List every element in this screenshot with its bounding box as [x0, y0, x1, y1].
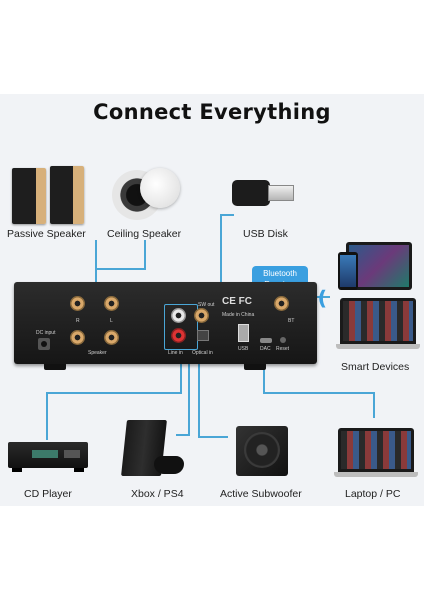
line-ceiling-speaker-h: [95, 268, 146, 270]
speaker-terminal-l-bottom: [104, 330, 119, 345]
label-laptop-pc: Laptop / PC: [345, 488, 401, 500]
label-smart-devices: Smart Devices: [341, 361, 410, 373]
line-cd-player-h: [46, 392, 182, 394]
made-in-china-label: Made in China: [222, 312, 255, 318]
xbox-ps4-image: [121, 420, 186, 480]
line-laptop-v1: [263, 356, 265, 394]
speaker-r-label: R: [76, 318, 80, 324]
optical-in-label: Optical in: [192, 350, 213, 356]
page-title: Connect Everything: [93, 100, 331, 124]
amplifier-foot-left: [44, 364, 66, 370]
line-laptop-v2: [373, 392, 375, 418]
sw-out-label: SW out: [198, 302, 215, 308]
line-usb-disk-h: [220, 214, 234, 216]
label-passive-speaker: Passive Speaker: [7, 228, 86, 240]
line-smart-devices: [306, 296, 330, 298]
line-in-highlight: [164, 304, 198, 350]
smart-devices-image: [336, 242, 420, 350]
line-in-l-port: [171, 328, 186, 343]
cd-player-image: [8, 442, 88, 474]
line-cd-player-v: [46, 392, 48, 440]
bt-antenna-port: [274, 296, 289, 311]
reset-button: [280, 337, 286, 343]
active-subwoofer-image: [236, 426, 288, 476]
label-xbox-ps4: Xbox / PS4: [131, 488, 184, 500]
line-ceiling-speaker: [144, 240, 146, 270]
amplifier-foot-right: [244, 364, 266, 370]
speaker-terminal-l-top: [104, 296, 119, 311]
label-usb-disk: USB Disk: [243, 228, 288, 240]
usb-label: USB: [238, 346, 249, 352]
ceiling-speaker-image: [112, 168, 180, 222]
label-active-subwoofer: Active Subwoofer: [220, 488, 302, 500]
bt-label: BT: [288, 318, 295, 324]
line-in-label: Line in: [168, 350, 183, 356]
dc-input-port: [38, 338, 50, 350]
dc-input-label: DC input: [36, 330, 56, 336]
line-xbox-v: [188, 350, 190, 436]
dac-port: [260, 338, 272, 343]
ce-fcc-mark: CE FC: [222, 296, 252, 307]
line-subwoofer-h: [198, 436, 228, 438]
usb-disk-image: [232, 180, 296, 206]
bluetooth-waves-icon: ❪: [314, 286, 331, 310]
label-ceiling-speaker: Ceiling Speaker: [107, 228, 182, 240]
dac-label: DAC: [260, 346, 271, 352]
line-passive-speaker: [95, 240, 97, 303]
passive-speaker-image: [12, 166, 84, 226]
line-line-in-v: [180, 340, 182, 394]
line-subwoofer-v: [198, 318, 200, 436]
label-cd-player: CD Player: [24, 488, 72, 500]
usb-port: [238, 324, 249, 342]
speaker-label: Speaker: [88, 350, 107, 356]
line-usb-disk: [220, 214, 222, 310]
sw-out-port: [194, 308, 209, 323]
line-xbox-h: [176, 434, 190, 436]
speaker-terminal-r-bottom: [70, 330, 85, 345]
line-laptop-h: [263, 392, 375, 394]
reset-label: Reset: [276, 346, 290, 352]
line-in-r-port: [171, 308, 186, 323]
speaker-terminal-r-top: [70, 296, 85, 311]
amplifier-rear-panel: DC input R L Speaker SW out Line in Opti…: [14, 282, 317, 364]
speaker-l-label: L: [110, 318, 113, 324]
laptop-pc-image: [334, 428, 418, 480]
optical-in-port: [197, 330, 209, 341]
